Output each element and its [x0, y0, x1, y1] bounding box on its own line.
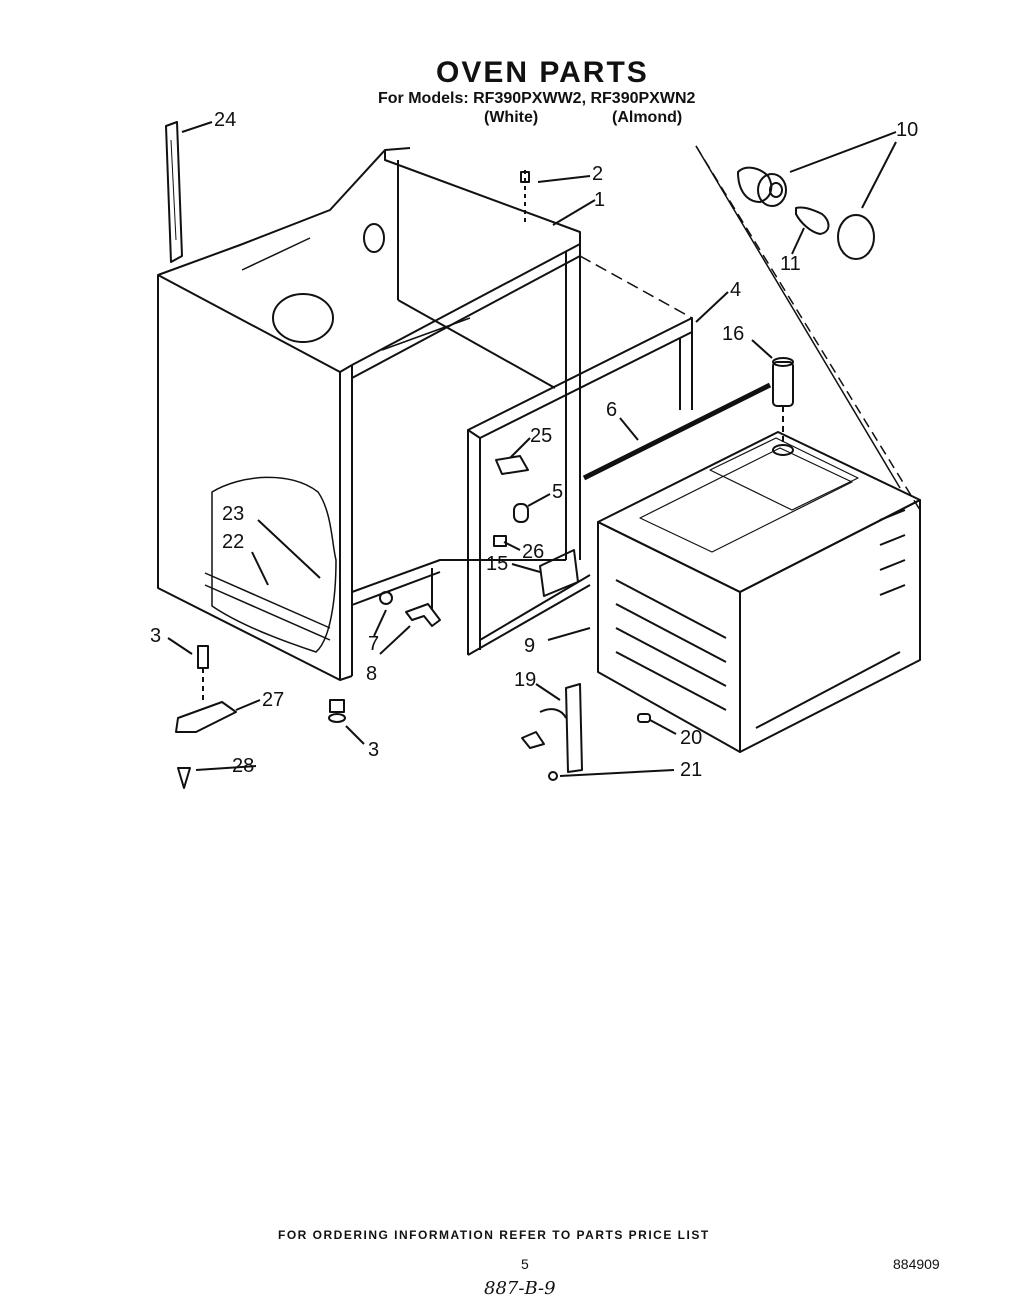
part-4-front-frame	[467, 317, 693, 656]
part-24-strip	[165, 121, 183, 263]
part-20-screw	[637, 713, 651, 723]
callout-8: 8	[366, 663, 377, 685]
callout-25: 25	[530, 425, 552, 447]
part-26-clip	[493, 535, 507, 547]
models-line: For Models: RF390PXWW2, RF390PXWN2	[378, 90, 696, 107]
callout-6: 6	[606, 399, 617, 421]
callout-16: 16	[722, 323, 744, 345]
page-number: 5	[521, 1256, 529, 1272]
callout-1: 1	[594, 189, 605, 211]
callout-3-upper: 3	[150, 625, 161, 647]
callout-28: 28	[232, 755, 254, 777]
callout-9: 9	[524, 635, 535, 657]
callout-11: 11	[780, 253, 801, 275]
part-9-oven-liner	[597, 431, 921, 753]
callout-24: 24	[214, 109, 236, 131]
callout-5: 5	[552, 481, 563, 503]
callout-15: 15	[486, 553, 508, 575]
part-6-tube	[582, 382, 772, 481]
part-27-bracket	[175, 701, 237, 733]
ordering-note: FOR ORDERING INFORMATION REFER TO PARTS …	[278, 1228, 710, 1242]
part-28-spike	[177, 767, 191, 789]
part-10-11-knob	[737, 166, 875, 260]
part-1-cabinet	[157, 147, 581, 681]
callout-21: 21	[680, 759, 702, 781]
callout-26: 26	[522, 541, 544, 563]
page-title: OVEN PARTS	[436, 56, 649, 89]
part-7-nut	[379, 591, 393, 605]
part-19-hinge	[521, 683, 583, 773]
callout-7: 7	[368, 633, 379, 655]
document-number: 884909	[893, 1256, 940, 1272]
color-white-label: (White)	[484, 109, 539, 126]
part-3-leveler-lower	[328, 699, 346, 723]
part-3-leveler-upper	[197, 645, 209, 700]
part-25-thermostat	[495, 455, 529, 475]
header: OVEN PARTS For Models: RF390PXWW2, RF390…	[0, 0, 1036, 140]
part-21-clip	[548, 771, 558, 781]
callout-27: 27	[262, 689, 284, 711]
callout-4: 4	[730, 279, 741, 301]
callout-2: 2	[592, 163, 603, 185]
callout-3-lower: 3	[368, 739, 379, 761]
color-almond-label: (Almond)	[612, 109, 683, 126]
callout-19: 19	[514, 669, 536, 691]
callout-10: 10	[896, 119, 918, 141]
callout-23: 23	[222, 503, 244, 525]
callout-20: 20	[680, 727, 702, 749]
handwritten-code: 887-B-9	[484, 1278, 556, 1299]
part-5-plug	[513, 503, 529, 523]
part-16-cylinder	[772, 357, 794, 456]
part-15-bracket	[539, 549, 579, 597]
part-8-bracket	[405, 568, 441, 627]
part-2-screw	[520, 170, 530, 225]
callout-22: 22	[222, 531, 244, 553]
